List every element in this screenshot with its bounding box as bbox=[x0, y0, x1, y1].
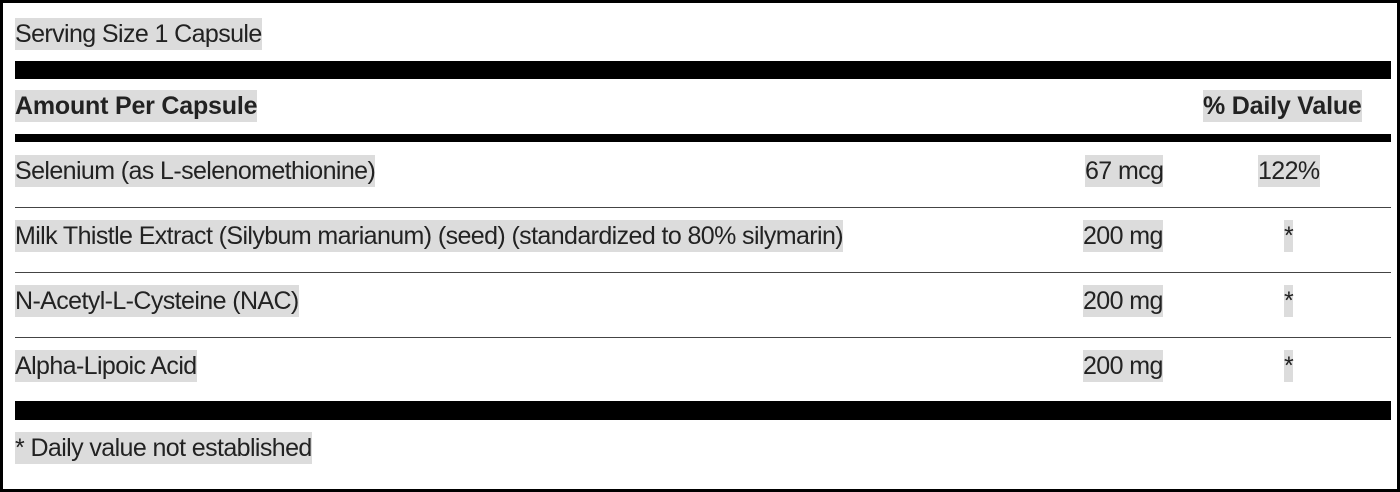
nutrient-daily-value: * bbox=[1284, 220, 1294, 252]
row-divider bbox=[15, 272, 1391, 273]
nutrient-amount: 200 mg bbox=[1083, 350, 1163, 382]
nutrient-name: Alpha-Lipoic Acid bbox=[15, 350, 197, 382]
row-divider bbox=[15, 337, 1391, 338]
nutrient-name: Selenium (as L-selenomethionine) bbox=[15, 155, 376, 187]
nutrient-daily-value: 122% bbox=[1258, 155, 1320, 187]
serving-size: Serving Size 1 Capsule bbox=[15, 18, 262, 50]
nutrient-daily-value: * bbox=[1284, 285, 1294, 317]
nutrient-daily-value: * bbox=[1284, 350, 1294, 382]
nutrient-name: Milk Thistle Extract (Silybum marianum) … bbox=[15, 220, 844, 252]
footnote: * Daily value not established bbox=[15, 432, 312, 464]
header-divider bbox=[15, 134, 1391, 142]
row-divider bbox=[15, 207, 1391, 208]
top-thick-divider bbox=[15, 61, 1391, 79]
daily-value-header: % Daily Value bbox=[1203, 90, 1362, 122]
nutrient-amount: 67 mcg bbox=[1085, 155, 1164, 187]
nutrient-amount: 200 mg bbox=[1083, 220, 1163, 252]
amount-per-capsule-header: Amount Per Capsule bbox=[15, 90, 258, 122]
bottom-thick-divider bbox=[15, 401, 1391, 420]
nutrient-amount: 200 mg bbox=[1083, 285, 1163, 317]
nutrient-name: N-Acetyl-L-Cysteine (NAC) bbox=[15, 285, 299, 317]
